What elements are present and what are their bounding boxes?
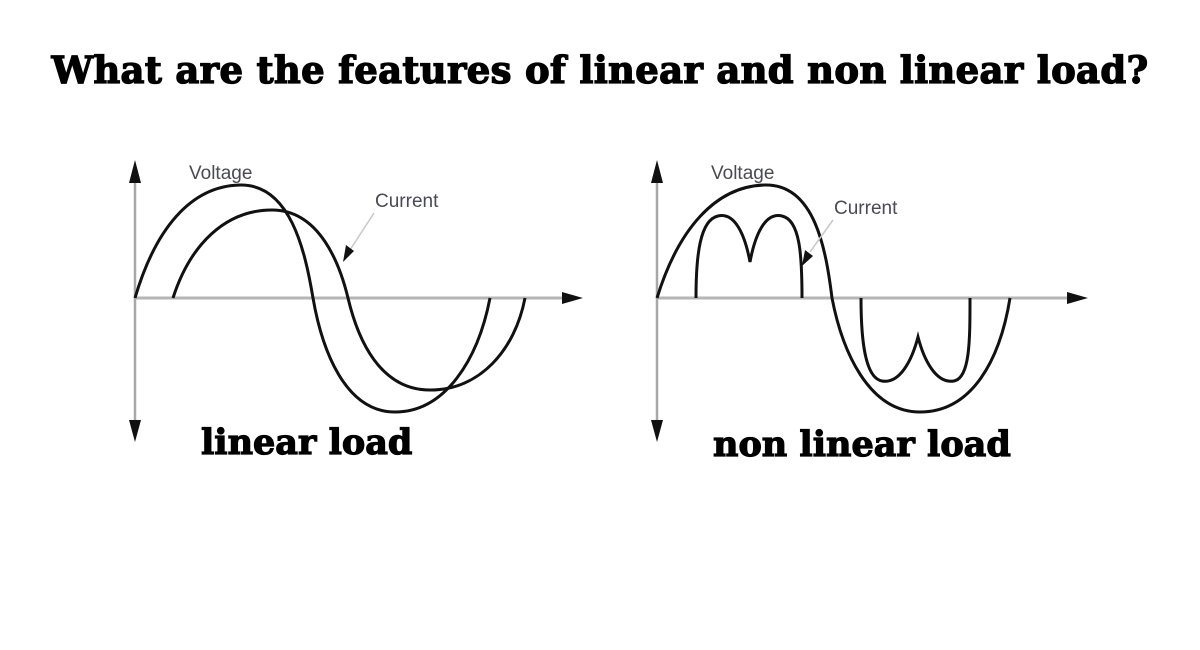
current-waveform-negative (859, 297, 972, 383)
x-axis-arrow-icon (1067, 292, 1088, 304)
current-waveform-positive (694, 214, 804, 299)
nonlinear-load-caption: non linear load (712, 423, 1011, 465)
voltage-label: Voltage (711, 163, 774, 184)
voltage-label: Voltage (189, 163, 252, 184)
current-pointer-arrow-icon (802, 250, 813, 266)
linear-load-caption: linear load (200, 421, 413, 463)
y-axis-down-arrow-icon (129, 420, 141, 442)
current-leader-line (809, 219, 834, 253)
y-axis-down-arrow-icon (651, 420, 663, 442)
y-axis-up-arrow-icon (651, 160, 663, 183)
voltage-waveform (655, 183, 1012, 414)
current-label: Current (834, 198, 898, 219)
x-axis-arrow-icon (562, 292, 583, 304)
current-label: Current (375, 191, 439, 212)
page-title: What are the features of linear and non … (51, 47, 1149, 92)
current-pointer-arrow-icon (343, 245, 354, 262)
current-leader-line (349, 212, 375, 251)
y-axis-up-arrow-icon (129, 160, 141, 183)
linear-load-chart: Voltage Current (129, 160, 583, 442)
voltage-waveform (133, 183, 492, 414)
nonlinear-load-chart: Voltage Current (651, 160, 1088, 442)
current-waveform (171, 208, 527, 392)
